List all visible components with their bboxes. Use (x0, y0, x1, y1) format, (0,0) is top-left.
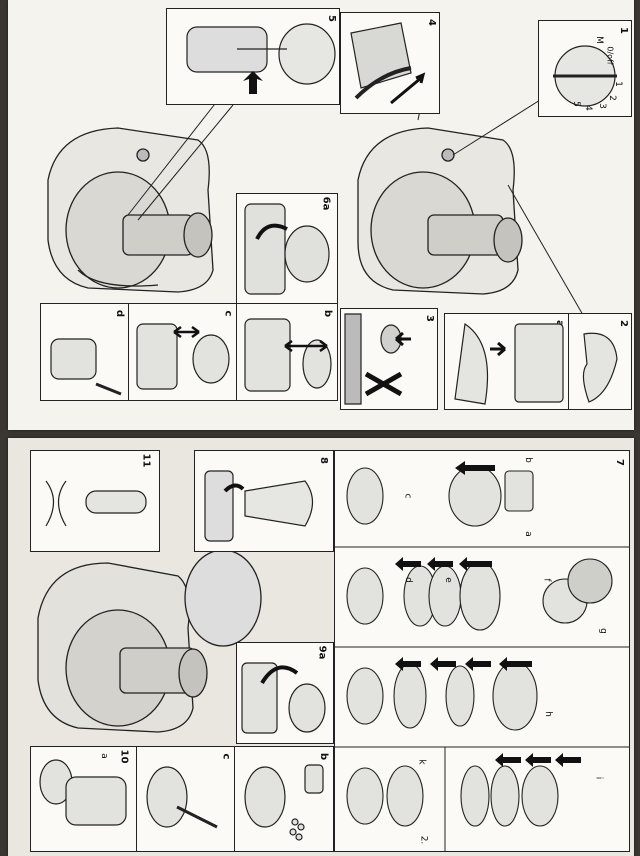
sub-label-e: e (442, 577, 453, 583)
figure-panel-3: 3 (340, 308, 438, 410)
sub-label-b: b (522, 457, 533, 463)
kitchen-machine-drawing-bottom (37, 549, 262, 733)
sub-label-d: d (402, 577, 413, 583)
dial-label-5: 5 (570, 101, 581, 107)
figure-panel-9a: 9a (236, 642, 334, 744)
figure-panel-4: 4 (340, 12, 440, 114)
figure-panel-11: 11 (30, 450, 160, 552)
dial-label-3: 3 (596, 103, 607, 109)
dial-label-m: M (593, 36, 604, 44)
dial-label-off: 0/off (605, 46, 615, 65)
manual-page-top: 5 4 1 M 0/off 1 2 3 4 5 6a d (8, 0, 634, 430)
sub-label-c: c (402, 493, 413, 499)
figure-panel-2: 2 (568, 313, 632, 410)
bottom-page-illustrations (37, 549, 262, 733)
figure-panel-5: 5 (166, 8, 340, 105)
figure-panel-6d: d (40, 303, 130, 401)
kitchen-machine-drawing-right (357, 127, 523, 295)
figure-panel-9c: c (136, 746, 236, 852)
dial-label-1: 1 (612, 81, 623, 87)
figure-panel-1: 1 M 0/off 1 2 3 4 5 (538, 20, 632, 117)
figure-panel-9b: b (234, 746, 334, 852)
dial-label-2: 2 (606, 95, 617, 101)
figure-panel-6b: b (236, 303, 338, 401)
sub-label-k: k (416, 759, 427, 765)
sub-label-f: f (541, 578, 552, 582)
figure-panel-8: 8 (194, 450, 334, 552)
figure-panel-7: 7 (334, 450, 630, 852)
sub-label-h: h (542, 711, 553, 717)
figure-panel-2a: a (444, 313, 570, 410)
figure-panel-6c: c (128, 303, 238, 401)
figure-panel-6a: 6a (236, 193, 338, 305)
top-page-illustrations (47, 94, 584, 316)
figure-panel-10: 10 a (30, 746, 138, 852)
sub-label-a: a (522, 531, 533, 537)
kitchen-machine-drawing-left (47, 127, 214, 293)
manual-page-bottom: 11 8 7 (8, 438, 634, 856)
dial-label-4: 4 (582, 105, 593, 111)
sub-label-g: g (597, 628, 608, 634)
sub-label-i: i (593, 776, 604, 780)
sub-label-step-2: 2. (418, 835, 429, 845)
